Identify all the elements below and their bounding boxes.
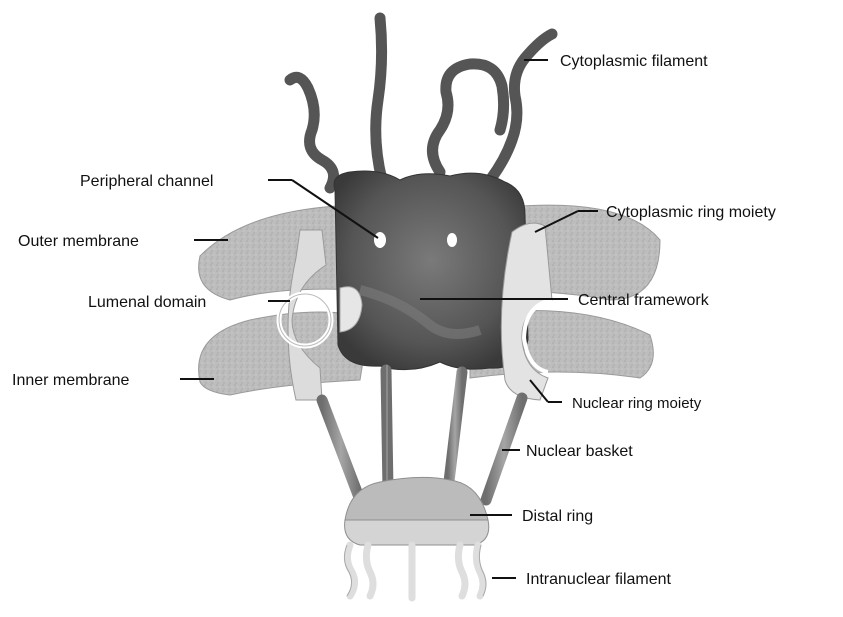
peripheral-channel-hole: [374, 232, 386, 248]
label-cytoplasmic-ring-moiety: Cytoplasmic ring moiety: [606, 204, 776, 221]
distal-ring-shape: [345, 477, 489, 545]
cytoplasmic-filaments: [290, 18, 552, 188]
cytoplasmic-filament-2: [376, 18, 382, 180]
intranuclear-filaments: [347, 545, 483, 598]
label-distal-ring: Distal ring: [522, 508, 593, 525]
label-central-framework: Central framework: [578, 292, 710, 309]
cytoplasmic-filament-3: [433, 64, 504, 172]
label-nuclear-ring-moiety: Nuclear ring moiety: [572, 395, 702, 412]
label-intranuclear-filament: Intranuclear filament: [526, 571, 672, 588]
cytoplasmic-filament-1: [290, 77, 334, 188]
central-framework-shape: [334, 171, 528, 370]
label-lumenal-domain: Lumenal domain: [88, 294, 206, 311]
label-cytoplasmic-filament: Cytoplasmic filament: [560, 53, 708, 70]
label-outer-membrane: Outer membrane: [18, 233, 139, 250]
label-nuclear-basket: Nuclear basket: [526, 443, 633, 460]
label-peripheral-channel: Peripheral channel: [80, 173, 213, 190]
label-inner-membrane: Inner membrane: [12, 372, 129, 389]
